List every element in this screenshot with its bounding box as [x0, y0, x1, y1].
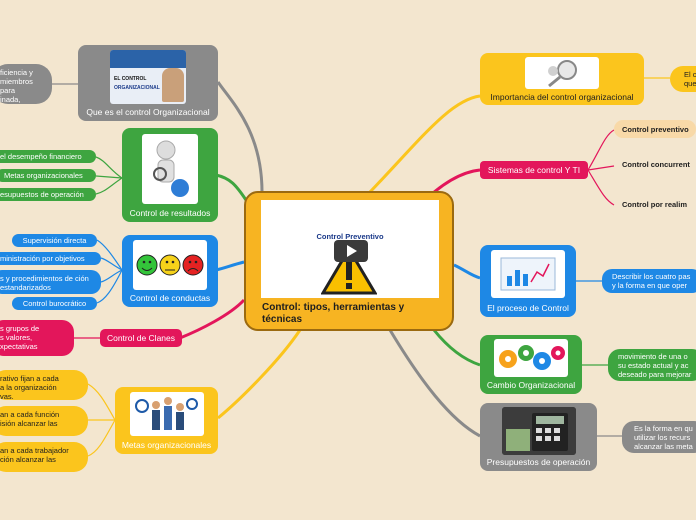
magnifier-icon — [548, 60, 577, 88]
central-topic[interactable]: Control Preventivo Control: tipos, herra… — [244, 191, 454, 331]
faces-image — [133, 240, 207, 290]
leaf-presupuestos-operacion[interactable]: esupuestos de operación — [0, 188, 96, 201]
node-label: El proceso de Control — [487, 303, 569, 313]
emotion-faces-icon — [136, 254, 204, 276]
node-cambio-organizacional[interactable]: Cambio Organizacional — [480, 335, 582, 394]
leaf-procedimientos[interactable]: s y procedimientos de ción estandarizado… — [0, 270, 101, 294]
calculator-icon — [501, 407, 576, 455]
edge-center-resultados — [215, 173, 248, 201]
leaf-que-es[interactable]: ficiencia y miembros para inada, — [0, 64, 52, 104]
warning-icon — [321, 246, 377, 295]
play-button[interactable] — [334, 240, 368, 262]
gears-icon — [499, 345, 565, 370]
gears-people-image — [494, 339, 568, 377]
node-label: Que es el control Organizacional — [86, 107, 210, 117]
business-team-image — [129, 392, 204, 436]
node-label: Importancia del control organizacional — [490, 92, 634, 102]
video-title: Control Preventivo — [316, 232, 384, 241]
calculator-image — [501, 407, 576, 455]
leaf-control-burocratico[interactable]: Control burocrático — [12, 297, 97, 310]
leaf-clanes[interactable]: s grupos de s valores, xpectativas — [0, 320, 74, 356]
node-control-clanes[interactable]: Control de Clanes — [100, 329, 182, 347]
leaf-metas-3[interactable]: an a cada trabajador ción alcanzar las — [0, 442, 88, 472]
edge-center-cambio — [432, 329, 481, 367]
image-text-line-2: ORGANIZACIONAL — [114, 85, 160, 91]
node-presupuestos-operacion[interactable]: Presupuestos de operación — [480, 403, 597, 471]
leaf-control-realimentacion[interactable]: Control por realim — [622, 200, 688, 209]
person-magnifier-icon — [153, 140, 189, 197]
leaf-metas-2[interactable]: an a cada función isión alcanzar las — [0, 406, 88, 436]
node-proceso-control[interactable]: El proceso de Control — [480, 245, 576, 317]
leaf-supervision-directa[interactable]: Supervisión directa — [12, 234, 97, 247]
node-label: Presupuestos de operación — [486, 457, 591, 467]
node-label: Cambio Organizacional — [486, 380, 576, 390]
video-thumbnail[interactable]: Control Preventivo — [261, 200, 439, 298]
leaf-cambio[interactable]: movimiento de una o su estado actual y a… — [608, 349, 696, 381]
magnifier-image — [525, 57, 599, 89]
leaf-presupuestos[interactable]: Es la forma en qu utilizar los recurs al… — [622, 421, 696, 453]
leaf-control-concurrente[interactable]: Control concurrent — [622, 160, 690, 169]
node-label: Control de resultados — [129, 208, 211, 218]
team-gears-icon — [134, 397, 198, 430]
chart-dashboard-icon — [500, 257, 556, 291]
node-que-es-control[interactable]: EL CONTROL ORGANIZACIONAL Que es el cont… — [78, 45, 218, 121]
play-icon — [347, 245, 357, 257]
edge-center-clanes — [179, 298, 246, 340]
edge-center-proceso — [453, 263, 481, 280]
edge-center-conductas — [215, 260, 245, 272]
edge-center-presupuestos — [388, 329, 481, 438]
node-label: Control de Clanes — [106, 333, 176, 343]
node-sistemas-control[interactable]: Sistemas de control Y TI — [480, 161, 588, 179]
edge-center-que-es — [216, 81, 264, 193]
edge-center-metas — [217, 329, 302, 420]
node-label: Control de conductas — [129, 293, 211, 303]
node-importancia-control[interactable]: Importancia del control organizacional — [480, 53, 644, 105]
node-label: Sistemas de control Y TI — [487, 165, 581, 175]
leaf-desempeno-financiero[interactable]: el desempeño financiero — [0, 150, 96, 163]
leaf-administracion-objetivos[interactable]: ministración por objetivos — [0, 252, 101, 265]
image-text-line-1: EL CONTROL — [114, 76, 147, 82]
node-label: Metas organizacionales — [121, 440, 212, 450]
leaf-proceso[interactable]: Describir los cuatro pas y la forma en q… — [602, 269, 696, 293]
node-control-resultados[interactable]: Control de resultados — [122, 128, 218, 222]
leaf-metas-1[interactable]: rativo fijan a cada a la organización va… — [0, 370, 88, 400]
node-metas-organizacionales[interactable]: Metas organizacionales — [115, 387, 218, 454]
edge-center-importancia — [368, 94, 481, 194]
leaf-control-preventivo[interactable]: Control preventivo — [614, 120, 696, 138]
dashboard-image — [491, 250, 565, 298]
magnifier-person-image — [142, 134, 198, 204]
leaf-metas-organizacionales[interactable]: Metas organizacionales — [0, 169, 96, 182]
node-control-conductas[interactable]: Control de conductas — [122, 235, 218, 307]
leaf-importancia[interactable]: El c que — [670, 66, 696, 92]
control-organizacional-image: EL CONTROL ORGANIZACIONAL — [110, 50, 186, 104]
central-title: Control: tipos, herramientas y técnicas — [262, 302, 405, 325]
